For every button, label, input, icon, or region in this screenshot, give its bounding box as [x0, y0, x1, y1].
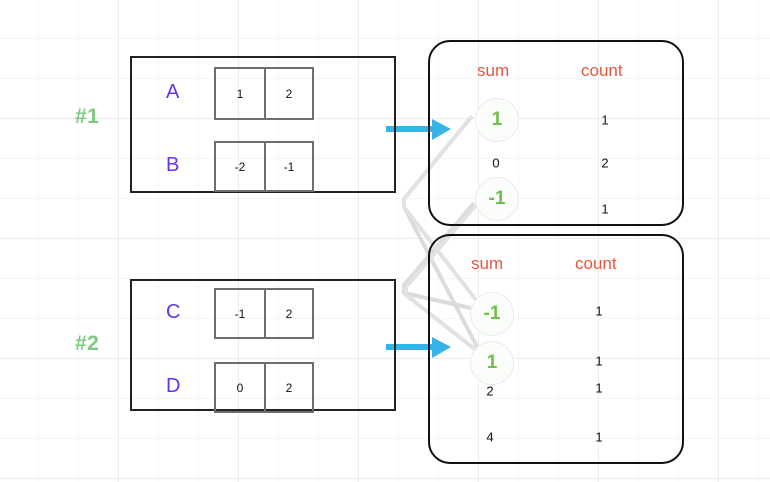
- cell-d-1: 2: [263, 364, 312, 411]
- cell-b-1: -1: [263, 143, 312, 190]
- row-label-a: A: [166, 81, 180, 103]
- panel-1-sum-0: 1: [491, 109, 503, 130]
- pair-box-c: -1 2: [214, 288, 314, 339]
- panel-1-count-2: 1: [601, 201, 609, 217]
- panel-2-header-sum: sum: [471, 254, 504, 273]
- pair-box-b: -2 -1: [214, 141, 314, 192]
- input-block-1: [130, 56, 396, 193]
- panel-1-count-0: 1: [601, 112, 609, 128]
- panel-2-count-2: 1: [595, 380, 603, 396]
- group-tag-1: #1: [75, 105, 100, 128]
- group-tag-2: #2: [75, 332, 100, 355]
- panel-2-sum-0: -1: [483, 303, 501, 324]
- cell-a-1: 2: [263, 69, 312, 118]
- cell-c-1: 2: [263, 290, 312, 337]
- pair-box-d: 0 2: [214, 362, 314, 413]
- cell-c-0: -1: [234, 306, 246, 321]
- highlight-circle-p1-r3: [475, 177, 519, 221]
- cell-a-0: 1: [236, 86, 244, 101]
- panel-1-header-sum: sum: [477, 61, 510, 80]
- panel-2-sum-3: 4: [486, 429, 494, 445]
- panel-2-count-1: 1: [595, 353, 603, 369]
- panel-1-header-count: count: [581, 61, 623, 80]
- panel-2-count-3: 1: [595, 429, 603, 445]
- result-panel-2: [428, 234, 684, 464]
- result-panel-1: [428, 40, 684, 226]
- highlight-circle-p2-r1: [470, 292, 514, 336]
- pair-box-a: 1 2: [214, 67, 314, 120]
- panel-2-sum-1: 1: [486, 352, 498, 373]
- cell-b-0: -2: [234, 159, 246, 174]
- panel-2-header-count: count: [575, 254, 617, 273]
- row-label-d: D: [166, 375, 181, 397]
- input-block-2: [130, 279, 396, 411]
- cell-d-0: 0: [236, 380, 244, 395]
- row-label-b: B: [166, 154, 180, 176]
- highlight-circle-p2-r2: [470, 341, 514, 385]
- highlight-circle-p1-r1: [475, 98, 519, 142]
- panel-2-count-0: 1: [595, 303, 603, 319]
- panel-1-sum-1: 0: [492, 155, 500, 171]
- row-label-c: C: [166, 301, 181, 323]
- panel-1-sum-2: -1: [488, 188, 506, 209]
- panel-2-sum-2: 2: [486, 383, 494, 399]
- panel-1-count-1: 2: [601, 155, 609, 171]
